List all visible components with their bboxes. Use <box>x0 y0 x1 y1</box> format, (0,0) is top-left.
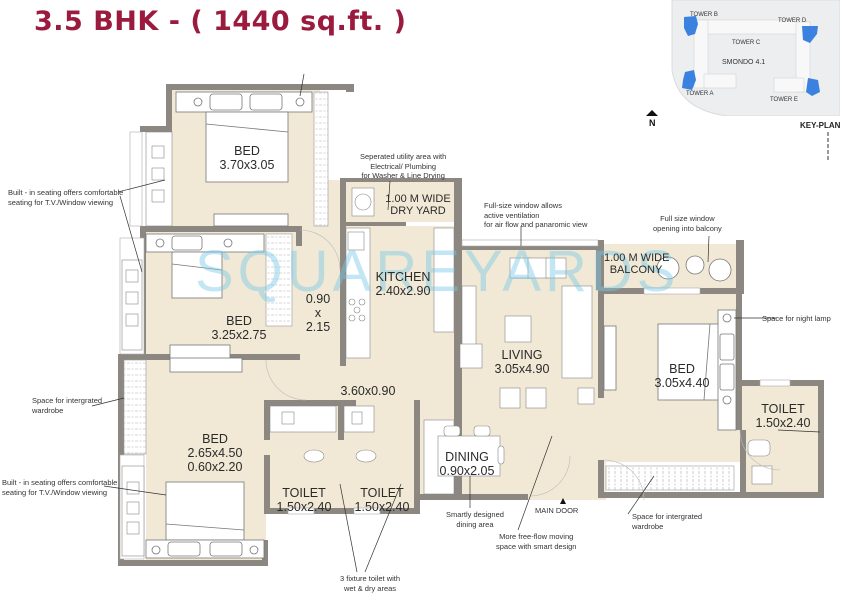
note-wardrobe-right-l1: Space for intergrated <box>632 512 702 522</box>
note-seating-top-l1: Built - in seating offers comfortable <box>8 188 123 198</box>
note-wardrobe-right-l2: wardrobe <box>632 522 702 532</box>
bed-4-size2: 0.60x2.20 <box>180 460 250 474</box>
note-free-flow-l2: space with smart design <box>496 542 576 552</box>
room-bed-1-name: BED <box>216 144 278 158</box>
lobby-size: 3.60x0.90 <box>336 384 400 398</box>
bed-3-name: BED <box>650 362 714 376</box>
note-window-living-l3: for air flow and panaromic view <box>484 220 587 230</box>
note-utility: Seperated utility area with Electrical/ … <box>360 152 446 181</box>
toilet-3-size: 1.50x2.40 <box>752 416 814 430</box>
room-bed-1-size: 3.70x3.05 <box>216 158 278 172</box>
room-bed-4: BED 2.65x4.50 0.60x2.20 <box>180 432 250 474</box>
room-dining: DINING 0.90x2.05 <box>436 450 498 478</box>
bed-2-size: 3.25x2.75 <box>204 328 274 342</box>
room-balcony: 1.00 M WIDE BALCONY <box>604 252 668 276</box>
passage-line2: x <box>300 306 336 320</box>
passage-line1: 0.90 <box>300 292 336 306</box>
room-toilet-3: TOILET 1.50x2.40 <box>752 402 814 430</box>
note-window-living-l1: Full-size window allows <box>484 201 587 211</box>
room-bed-1: BED 3.70x3.05 <box>216 144 278 172</box>
living-name: LIVING <box>490 348 554 362</box>
note-wardrobe-left-l1: Space for intergrated <box>32 396 102 406</box>
note-window-balcony-l1: Full size window <box>653 214 722 224</box>
note-wardrobe-right: Space for intergrated wardrobe <box>632 512 702 531</box>
note-seating-bottom-l1: Built - in seating offers comfortable <box>2 478 117 488</box>
note-free-flow-l1: More free-flow moving <box>496 532 576 542</box>
note-free-flow: More free-flow moving space with smart d… <box>496 532 576 551</box>
dining-name: DINING <box>436 450 498 464</box>
note-seating-bottom: Built - in seating offers comfortable se… <box>2 478 117 497</box>
note-toilet: 3 fixture toilet with wet & dry areas <box>340 574 400 593</box>
note-night-lamp: Space for night lamp <box>762 314 831 324</box>
room-living: LIVING 3.05x4.90 <box>490 348 554 376</box>
toilet-2-size: 1.50x2.40 <box>352 500 412 514</box>
note-seating-bottom-l2: seating for T.V./Window viewing <box>2 488 117 498</box>
note-dining-l2: dining area <box>446 520 504 530</box>
note-seating-top: Built - in seating offers comfortable se… <box>8 188 123 207</box>
balcony-name: 1.00 M WIDE <box>604 252 668 264</box>
room-toilet-1: TOILET 1.50x2.40 <box>274 486 334 514</box>
note-window-living: Full-size window allows active ventilati… <box>484 201 587 230</box>
toilet-1-name: TOILET <box>274 486 334 500</box>
note-utility-l2: Electrical/ Plumbing <box>360 162 446 172</box>
room-dry-yard: 1.00 M WIDE DRY YARD <box>380 193 456 217</box>
note-utility-l3: for Washer & Line Drying <box>360 171 446 181</box>
room-lobby: 3.60x0.90 <box>336 384 400 398</box>
main-door-label: MAIN DOOR <box>535 506 578 516</box>
room-passage: 0.90 x 2.15 <box>300 292 336 334</box>
dining-size: 0.90x2.05 <box>436 464 498 478</box>
dry-yard-name: 1.00 M WIDE <box>380 193 456 205</box>
bed-4-name: BED <box>180 432 250 446</box>
dry-yard-name2: DRY YARD <box>380 205 456 217</box>
note-seating-top-l2: seating for T.V./Window viewing <box>8 198 123 208</box>
note-utility-l1: Seperated utility area with <box>360 152 446 162</box>
toilet-1-size: 1.50x2.40 <box>274 500 334 514</box>
note-dining-l1: Smartly designed <box>446 510 504 520</box>
room-kitchen: KITCHEN 2.40x2.90 <box>370 270 436 298</box>
balcony-name2: BALCONY <box>604 264 668 276</box>
note-window-balcony-l2: opening into balcony <box>653 224 722 234</box>
kitchen-size: 2.40x2.90 <box>370 284 436 298</box>
room-bed-2: BED 3.25x2.75 <box>204 314 274 342</box>
kitchen-name: KITCHEN <box>370 270 436 284</box>
room-bed-3: BED 3.05x4.40 <box>650 362 714 390</box>
note-toilet-l1: 3 fixture toilet with <box>340 574 400 584</box>
living-size: 3.05x4.90 <box>490 362 554 376</box>
bed-3-size: 3.05x4.40 <box>650 376 714 390</box>
note-window-balcony: Full size window opening into balcony <box>653 214 722 233</box>
toilet-3-name: TOILET <box>752 402 814 416</box>
room-toilet-2: TOILET 1.50x2.40 <box>352 486 412 514</box>
note-window-living-l2: active ventilation <box>484 211 587 221</box>
bed-4-size: 2.65x4.50 <box>180 446 250 460</box>
bed-2-name: BED <box>204 314 274 328</box>
passage-line3: 2.15 <box>300 320 336 334</box>
note-wardrobe-left-l2: wardrobe <box>32 406 102 416</box>
note-wardrobe-left: Space for intergrated wardrobe <box>32 396 102 415</box>
toilet-2-name: TOILET <box>352 486 412 500</box>
note-dining: Smartly designed dining area <box>446 510 504 529</box>
